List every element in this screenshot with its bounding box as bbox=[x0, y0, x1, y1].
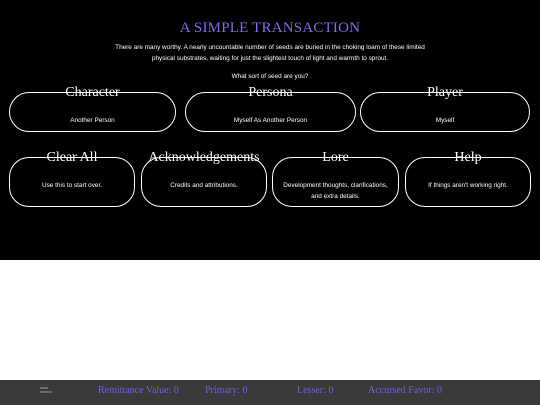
menu-description: Credits and attributions. bbox=[170, 182, 238, 189]
choice-title: Persona bbox=[248, 85, 293, 100]
menu-description: If things aren't working right. bbox=[428, 182, 508, 189]
choice-player-button[interactable]: Player Myself bbox=[360, 85, 530, 132]
main-panel: A SIMPLE TRANSACTION There are many wort… bbox=[0, 0, 540, 260]
choice-description: Another Person bbox=[70, 117, 115, 124]
intro-text: There are many worthy. A nearly uncounta… bbox=[115, 44, 425, 62]
menu-description: Use this to start over. bbox=[41, 182, 103, 189]
status-bar: Remittance Value: 0 Primary: 0 Lesser: 0… bbox=[0, 380, 540, 405]
logo-icon bbox=[40, 387, 52, 397]
acknowledgements-button[interactable]: Acknowledgements Credits and attribution… bbox=[141, 150, 267, 207]
help-button[interactable]: Help If things aren't working right. bbox=[405, 150, 531, 207]
menu-title: Clear All bbox=[46, 150, 98, 165]
clear-all-button[interactable]: Clear All Use this to start over. bbox=[9, 150, 135, 207]
choice-character-button[interactable]: Character Another Person bbox=[9, 85, 176, 132]
menu-title: Help bbox=[454, 150, 482, 165]
accursed-favor-value: Accursed Favor: 0 bbox=[368, 385, 442, 396]
choice-persona-button[interactable]: Persona Myself As Another Person bbox=[185, 85, 356, 132]
primary-value: Primary: 0 bbox=[205, 385, 248, 396]
game-title: A SIMPLE TRANSACTION bbox=[179, 20, 361, 36]
lore-button[interactable]: Lore Development thoughts, clarification… bbox=[272, 150, 399, 207]
menu-title: Lore bbox=[322, 150, 349, 165]
seed-question: What sort of seed are you? bbox=[231, 73, 309, 80]
menu-title: Acknowledgements bbox=[148, 150, 260, 165]
menu-description: Development thoughts, clarifications, an… bbox=[283, 182, 388, 200]
choice-description: Myself As Another Person bbox=[233, 117, 308, 124]
lesser-value: Lesser: 0 bbox=[297, 385, 334, 396]
choice-description: Myself bbox=[435, 117, 455, 124]
remittance-value: Remittance Value: 0 bbox=[98, 385, 179, 396]
choice-title: Character bbox=[65, 85, 120, 100]
choice-title: Player bbox=[427, 85, 463, 100]
